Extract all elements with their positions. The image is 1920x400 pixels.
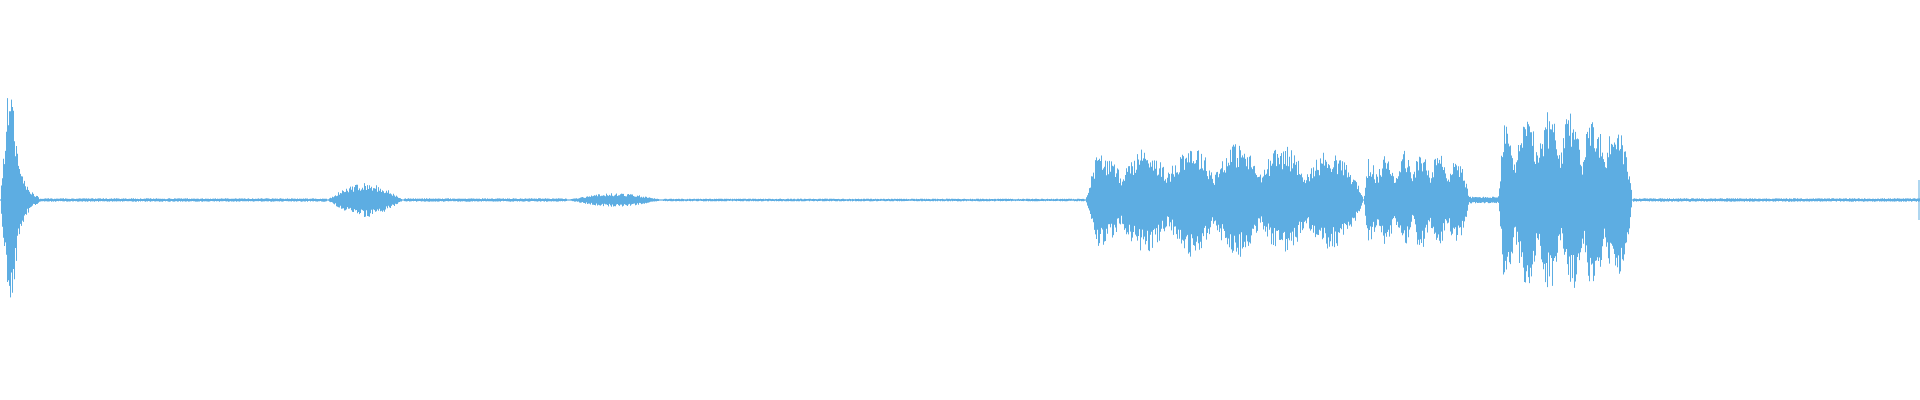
waveform-envelope [0, 98, 1920, 298]
